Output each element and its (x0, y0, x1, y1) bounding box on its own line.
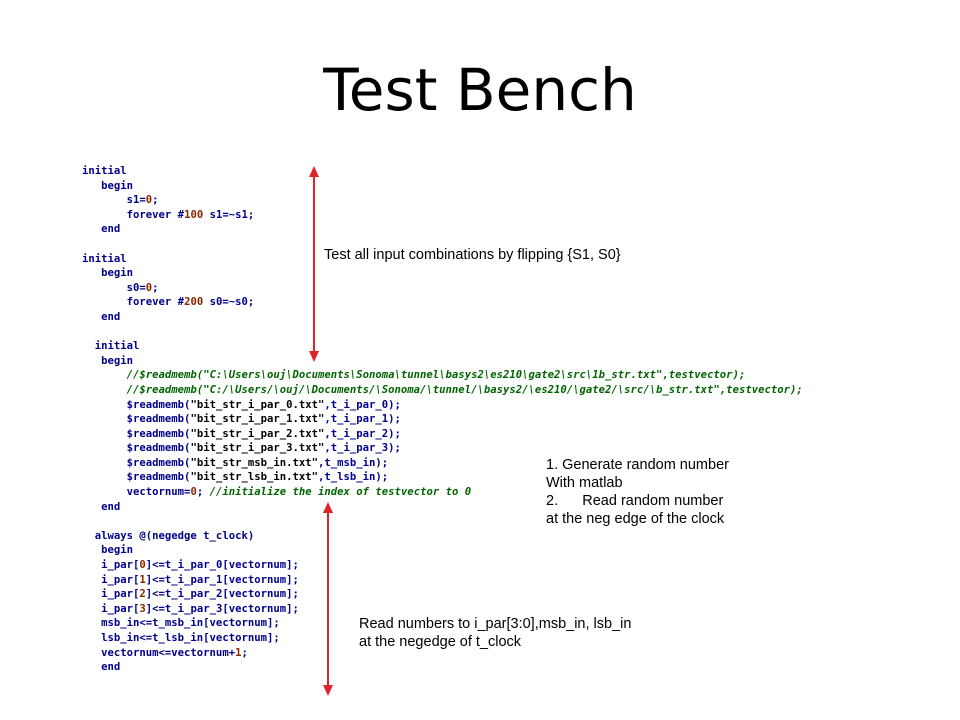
code-line: end (82, 310, 121, 323)
code-line: i_par[2]<=t_i_par_2[vectornum]; (82, 588, 299, 601)
code-line: end (82, 223, 121, 236)
annotation-line: at the negedge of t_clock (359, 634, 522, 650)
annotation-read-numbers: Read numbers to i_par[3:0],msb_in, lsb_i… (359, 615, 631, 651)
code-line: //$readmemb("C:\Users\ouj\Documents\Sono… (126, 369, 746, 382)
code-line: s0=0; (82, 281, 159, 294)
code-line: begin (82, 354, 134, 367)
code-line: begin (82, 544, 134, 557)
annotation-line: Read numbers to i_par[3:0],msb_in, lsb_i… (359, 616, 632, 632)
code-line: msb_in<=t_msb_in[vectornum]; (82, 617, 280, 630)
double-arrow-icon (323, 502, 333, 696)
code-line: forever #100 s1=~s1; (82, 208, 255, 221)
code-line: forever #200 s0=~s0; (82, 296, 255, 309)
double-arrow-icon (309, 166, 319, 362)
code-line: begin (82, 179, 134, 192)
code-line: end (82, 500, 121, 513)
code-line: $readmemb("bit_str_i_par_2.txt",t_i_par_… (82, 427, 401, 440)
code-line: s1=0; (82, 194, 159, 207)
code-line: always @(negedge t_clock) (82, 529, 255, 542)
code-line: //$readmemb("C:/\Users/\ouj/\Documents/\… (126, 383, 803, 396)
code-line: initial (82, 252, 127, 265)
annotation-line: at the neg edge of the clock (546, 511, 725, 527)
code-line: $readmemb("bit_str_i_par_1.txt",t_i_par_… (82, 413, 401, 426)
code-line: $readmemb("bit_str_i_par_3.txt",t_i_par_… (82, 442, 401, 455)
code-line: i_par[1]<=t_i_par_1[vectornum]; (82, 573, 299, 586)
slide-title: Test Bench (323, 56, 637, 124)
code-line: end (82, 661, 121, 674)
code-line: i_par[0]<=t_i_par_0[vectornum]; (82, 559, 299, 572)
code-line: lsb_in<=t_lsb_in[vectornum]; (82, 632, 280, 644)
annotation-line: With matlab (546, 475, 623, 491)
code-line: vectornum<=vectornum+1; (82, 646, 248, 659)
code-line: vectornum=0; //initialize the index of t… (82, 486, 472, 499)
code-line: $readmemb("bit_str_lsb_in.txt",t_lsb_in)… (82, 471, 389, 484)
annotation-line: 2. Read random number (546, 493, 724, 509)
code-line: $readmemb("bit_str_i_par_0.txt",t_i_par_… (82, 398, 401, 411)
code-line: initial (82, 165, 127, 177)
code-line: i_par[3]<=t_i_par_3[vectornum]; (82, 602, 299, 615)
annotation-flip: Test all input combinations by flipping … (324, 246, 621, 264)
annotation-line: 1. Generate random number (546, 457, 729, 473)
code-line: initial (82, 340, 140, 353)
annotation-flip-text: Test all input combinations by flipping … (324, 247, 621, 263)
annotation-random-number: 1. Generate random number With matlab 2.… (546, 456, 729, 528)
code-listing: initial begin s1=0; forever #100 s1=~s1;… (82, 164, 803, 675)
code-line (82, 325, 803, 340)
code-line: begin (82, 267, 134, 280)
code-line: $readmemb("bit_str_msb_in.txt",t_msb_in)… (82, 456, 389, 469)
